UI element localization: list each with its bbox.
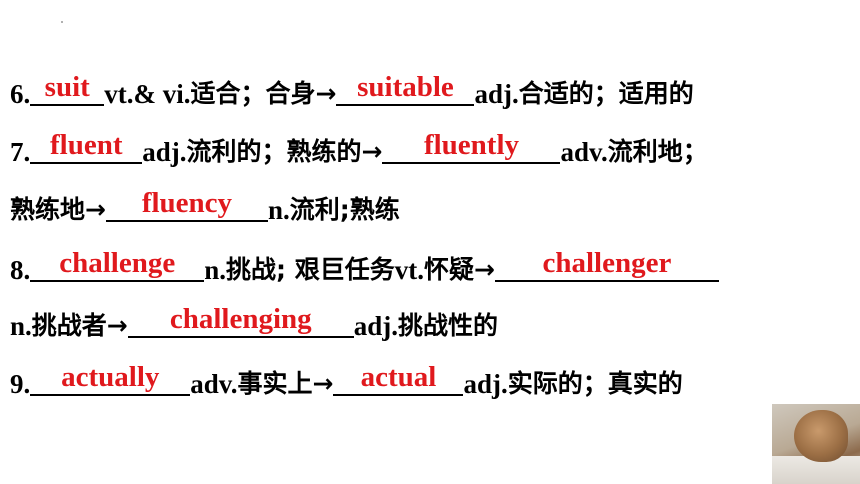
pos-label: n.: [267, 195, 290, 225]
answer-text: fluently: [423, 129, 519, 161]
answer-blank[interactable]: challenge: [30, 247, 205, 282]
meaning-text: 事实上→: [237, 369, 334, 398]
answer-text: challenger: [542, 247, 672, 279]
answer-text: actually: [61, 361, 160, 393]
pos-label: adj.: [463, 369, 508, 399]
vocab-line-6: 6. suit vt.& vi.适合；合身→ suitable adj.合适的；适用的: [10, 71, 694, 114]
answer-blank[interactable]: suitable: [336, 71, 475, 106]
answer-blank[interactable]: challenger: [494, 247, 719, 282]
meaning-text: 挑战; 艰巨任务: [226, 255, 395, 284]
meaning-text: 挑战者→: [31, 311, 128, 340]
answer-blank[interactable]: actual: [333, 361, 464, 396]
answer-text: actual: [360, 361, 437, 393]
pos-label: vt.& vi.: [104, 79, 191, 109]
video-thumbnail: [772, 404, 860, 484]
answer-blank[interactable]: fluency: [105, 187, 268, 222]
pos-label: adj.: [474, 79, 519, 109]
meaning-text: 实际的；真实的: [507, 369, 683, 398]
item-number: 8.: [10, 255, 31, 285]
vocab-line-8: 8. challenge n. 挑战; 艰巨任务vt. 怀疑→ challenger: [10, 247, 719, 290]
answer-text: suit: [44, 71, 90, 103]
pos-label: adv.: [190, 369, 238, 399]
meaning-text: 流利的；熟练的→: [186, 137, 383, 166]
meaning-text: 适合；合身→: [190, 79, 337, 108]
answer-text: challenging: [169, 303, 312, 335]
answer-blank[interactable]: fluent: [30, 129, 143, 164]
corner-dot: [61, 21, 63, 23]
pos-label: n.: [10, 311, 32, 341]
answer-text: fluent: [50, 129, 123, 161]
vocab-line-7-cont: 熟练地→ fluency n.流利;熟练: [10, 187, 400, 230]
meaning-text: 流利地；: [607, 137, 708, 166]
meaning-text: 挑战性的: [398, 311, 499, 340]
vocab-line-8-cont: n. 挑战者→ challenging adj. 挑战性的: [10, 303, 499, 346]
answer-text: challenge: [59, 247, 176, 279]
meaning-text: 怀疑→: [423, 255, 495, 284]
pos-label: adv.: [560, 137, 608, 167]
vocab-line-7: 7. fluent adj.流利的；熟练的→ fluently adv.流利地；: [10, 129, 708, 172]
vocab-line-9: 9. actually adv.事实上→ actual adj.实际的；真实的: [10, 361, 683, 404]
answer-blank[interactable]: challenging: [127, 303, 354, 338]
item-number: 7.: [10, 137, 31, 167]
pos-label: adj.: [353, 311, 398, 341]
meaning-text: 合适的；适用的: [518, 79, 694, 108]
meaning-text: 流利;熟练: [289, 195, 400, 224]
pet-shape: [794, 410, 848, 462]
answer-text: fluency: [141, 187, 233, 219]
meaning-text: 熟练地→: [10, 195, 106, 224]
answer-blank[interactable]: actually: [30, 361, 191, 396]
pos-label: n.: [204, 255, 227, 285]
answer-blank[interactable]: suit: [30, 71, 105, 106]
item-number: 9.: [10, 369, 31, 399]
pos-label: vt.: [394, 255, 424, 285]
answer-blank[interactable]: fluently: [382, 129, 561, 164]
answer-text: suitable: [357, 71, 454, 103]
item-number: 6.: [10, 79, 31, 109]
pos-label: adj.: [142, 137, 187, 167]
